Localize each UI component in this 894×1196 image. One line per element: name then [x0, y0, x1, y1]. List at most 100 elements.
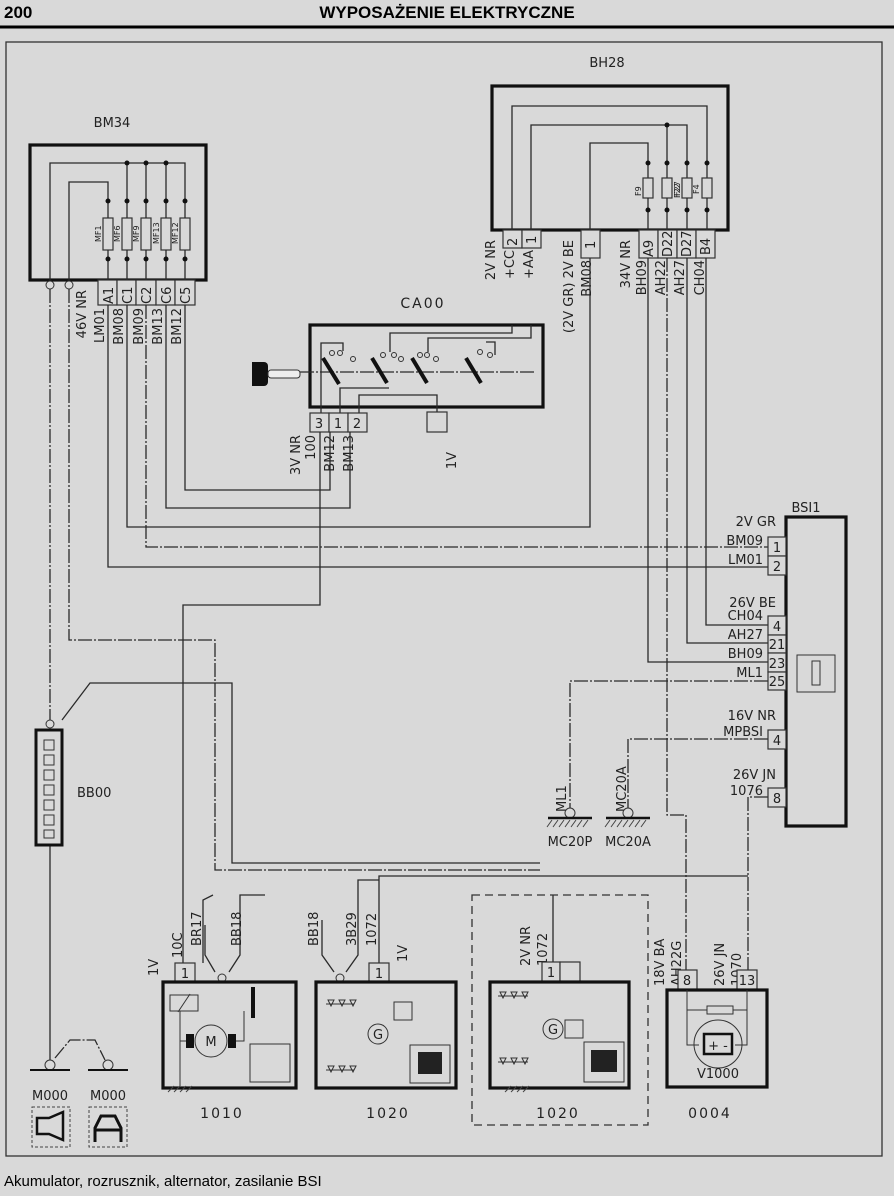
- diagram-label: 1V: [396, 945, 411, 962]
- diagram-stroke: [693, 1019, 743, 1069]
- diagram-label: 100: [304, 435, 319, 460]
- diagram-label: 18V BA: [653, 939, 668, 986]
- diagram-stroke: [44, 1059, 56, 1071]
- diagram-label: 2: [353, 417, 361, 432]
- ground-m000-body: M000: [88, 1059, 128, 1148]
- wires: [49, 258, 768, 1062]
- diagram-stroke: [681, 177, 693, 199]
- diagram-stroke: [177, 993, 191, 1013]
- diagram-stroke: [471, 894, 649, 1126]
- diagram-stroke: [143, 198, 149, 204]
- diagram-label: MC20P: [548, 835, 593, 850]
- diagram-stroke: [45, 719, 55, 729]
- diagram-label: MPBSI: [723, 725, 763, 740]
- diagram-stroke: [686, 258, 768, 644]
- diagram-stroke: [564, 1019, 584, 1039]
- diagram-stroke: [424, 352, 430, 358]
- diagram-label: BH09: [728, 647, 763, 662]
- diagram-label: 1V: [445, 452, 460, 469]
- diagram-stroke: [179, 217, 191, 251]
- diagram-stroke: [490, 84, 730, 232]
- diagram-label: BM12: [170, 308, 185, 345]
- car-body-icon: [93, 1114, 123, 1142]
- diagram-label: MF6: [113, 225, 122, 242]
- diagram-stroke: [784, 515, 848, 828]
- diagram-stroke: [622, 807, 634, 819]
- diagram-stroke: [591, 1050, 617, 1072]
- diagram-label: 34V NR: [619, 240, 634, 288]
- diagram-stroke: [121, 217, 133, 251]
- diagram-label: 1: [181, 967, 189, 982]
- key-icon: [252, 362, 301, 386]
- diagram-label: 1: [773, 541, 781, 556]
- diagram-stroke: [184, 305, 331, 491]
- diagram-label: M000: [90, 1089, 126, 1104]
- diagram-stroke: [627, 738, 768, 810]
- diagram-label: 2V NR: [519, 926, 534, 966]
- diagram-label: 10C: [171, 932, 186, 958]
- diagram-stroke: [252, 362, 268, 386]
- diagram-stroke: [661, 177, 673, 199]
- diagram-caption: Akumulator, rozrusznik, alternator, zasi…: [4, 1173, 322, 1190]
- diagram-label: (2V GR) 2V BE: [562, 240, 577, 333]
- generator-icon: [367, 1023, 389, 1045]
- pin-c5: C5: [179, 287, 194, 304]
- diagram-label: BH09: [635, 260, 650, 295]
- ground-mc20a: MC20A MC20A: [604, 766, 651, 850]
- diagram-stroke: [511, 105, 708, 230]
- diagram-label: 2: [773, 560, 781, 575]
- diagram-stroke: [684, 207, 690, 213]
- diagram-stroke: [521, 229, 542, 249]
- diagram-stroke: [54, 1039, 106, 1061]
- diagram-label: BB00: [77, 786, 111, 801]
- diagram-stroke: [45, 280, 55, 290]
- diagram-label: 16V NR: [728, 709, 776, 724]
- diagram-stroke: [487, 352, 493, 358]
- diagram-stroke: [163, 198, 169, 204]
- diagram-stroke: [347, 412, 368, 433]
- diagram-label: 3: [315, 417, 323, 432]
- diagram-stroke: [380, 352, 386, 358]
- diagram-label: 1076: [730, 784, 763, 799]
- diagram-stroke: [321, 356, 341, 386]
- bm34-wire-spec: 46V NR: [75, 290, 90, 338]
- diagram-stroke: [767, 671, 787, 691]
- diagram-stroke: [564, 807, 576, 819]
- diagram-stroke: [498, 991, 529, 1066]
- diagram-label: 4: [773, 620, 781, 635]
- battery-0004: 18V BA AH22G 26V JN 1070 8 13 + - V1000 …: [653, 939, 769, 1122]
- bm34-fusebox: BM34 MF1 MF6 MF9 MF13 MF12 A1 C1 C2 C6 C…: [28, 116, 208, 345]
- diagram-stroke: [49, 162, 186, 280]
- bh28-fusebox: BH28 F9 F22 F27 F4 2 1 1 A9 D22 D27 B4 2…: [484, 56, 730, 333]
- diagram-stroke: [320, 342, 344, 413]
- diagram-stroke: [228, 1034, 236, 1048]
- fuse-mf1: MF1: [94, 217, 114, 251]
- diagram-stroke: [105, 198, 188, 280]
- diagram-stroke: [664, 160, 670, 166]
- diagram-label: LM01: [728, 553, 763, 568]
- diagram-stroke: [504, 1085, 530, 1093]
- diagram-stroke: [329, 350, 335, 356]
- diagram-stroke: [583, 1041, 625, 1083]
- diagram-stroke: [143, 256, 149, 262]
- diagram-label: MC20A: [615, 766, 630, 812]
- diagram-label: 26V JN: [733, 768, 776, 783]
- diagram-stroke: [34, 728, 64, 847]
- diagram-stroke: [43, 739, 55, 839]
- diagram-stroke: [433, 356, 439, 362]
- diagram-stroke: [767, 729, 787, 750]
- diagram-stroke: [604, 819, 647, 828]
- diagram-label: M: [205, 1035, 216, 1050]
- diagram-stroke: [642, 177, 654, 199]
- diagram-stroke: [409, 1044, 451, 1084]
- diagram-stroke: [426, 411, 448, 433]
- bb00-fuse-strip: BB00: [34, 719, 111, 847]
- diagram-label: 1: [547, 966, 555, 981]
- diagram-stroke: [645, 207, 651, 213]
- diagram-stroke: [410, 356, 429, 385]
- diagram-stroke: [705, 258, 768, 626]
- diagram-label: V1000: [697, 1067, 739, 1082]
- diagram-stroke: [228, 894, 265, 973]
- battery-icon: [702, 1032, 734, 1056]
- ground-mc20p: ML1 MC20P: [546, 785, 593, 850]
